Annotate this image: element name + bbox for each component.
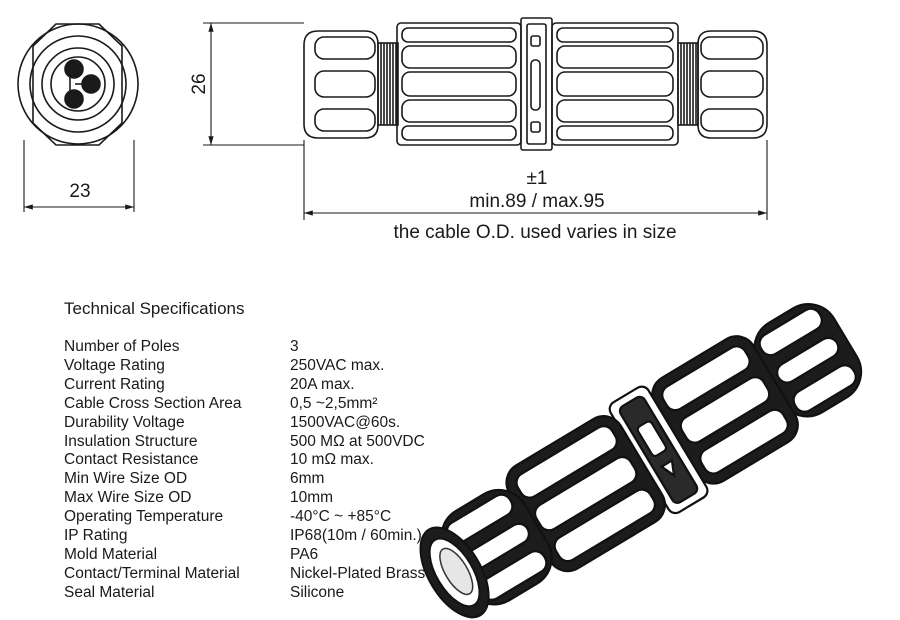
side-view	[303, 17, 768, 151]
spec-value: Silicone	[290, 583, 345, 601]
height-dimension	[203, 22, 304, 146]
spec-label: Contact Resistance	[64, 451, 199, 469]
spec-value: 500 MΩ at 500VDC	[290, 432, 425, 450]
spec-value: 3	[290, 338, 299, 355]
spec-row: Max Wire Size OD 10mm	[64, 489, 425, 508]
front-width-dimension	[23, 140, 135, 212]
specs-title: Technical Specifications	[64, 299, 245, 318]
spec-row: Contact Resistance 10 mΩ max.	[64, 451, 425, 470]
spec-row: Cable Cross Section Area 0,5 ~2,5mm²	[64, 395, 425, 414]
spec-row: Insulation Structure 500 MΩ at 500VDC	[64, 433, 425, 452]
spec-row: Min Wire Size OD 6mm	[64, 470, 425, 489]
spec-label: Min Wire Size OD	[64, 470, 188, 488]
cable-note: the cable O.D. used varies in size	[393, 222, 676, 243]
spec-value: Nickel-Plated Brass	[290, 564, 426, 582]
spec-label: Max Wire Size OD	[64, 489, 192, 507]
spec-row: Current Rating 20A max.	[64, 376, 425, 395]
spec-value: 0,5 ~2,5mm²	[290, 394, 378, 412]
height-label: 26	[189, 73, 210, 94]
spec-label: Durability Voltage	[64, 413, 185, 431]
spec-row: Voltage Rating 250VAC max.	[64, 357, 425, 376]
spec-value: IP68(10m / 60min.)	[290, 527, 422, 545]
spec-value: -40°C ~ +85°C	[290, 508, 392, 526]
spec-label: Number of Poles	[64, 338, 180, 355]
front-view	[17, 23, 139, 146]
spec-row: Durability Voltage 1500VAC@60s.	[64, 414, 425, 433]
spec-row: Operating Temperature -40°C ~ +85°C	[64, 508, 425, 527]
spec-label: Contact/Terminal Material	[64, 564, 240, 582]
spec-row: Number of Poles 3	[64, 338, 425, 357]
spec-label: Voltage Rating	[64, 356, 165, 374]
specs-table: Number of Poles 3 Voltage Rating 250VAC ma…	[64, 338, 425, 603]
spec-value: PA6	[290, 545, 319, 563]
spec-value: 20A max.	[290, 375, 355, 393]
spec-label: Insulation Structure	[64, 432, 198, 450]
spec-value: 250VAC max.	[290, 356, 385, 374]
spec-row: Mold Material PA6	[64, 546, 425, 565]
spec-label: IP Rating	[64, 527, 128, 545]
front-width-label: 23	[69, 181, 90, 202]
spec-label: Cable Cross Section Area	[64, 394, 242, 412]
spec-row: Contact/Terminal Material Nickel-Plated B…	[64, 565, 425, 584]
spec-value: 10 mΩ max.	[290, 451, 374, 469]
spec-row: Seal Material Silicone	[64, 584, 425, 603]
spec-label: Operating Temperature	[64, 508, 224, 526]
length-label: min.89 / max.95	[469, 191, 604, 212]
tolerance-label: ±1	[527, 168, 548, 189]
spec-label: Current Rating	[64, 375, 165, 393]
spec-value: 1500VAC@60s.	[290, 413, 401, 431]
spec-value: 6mm	[290, 470, 325, 488]
spec-row: IP Rating IP68(10m / 60min.)	[64, 527, 425, 546]
spec-value: 10mm	[290, 489, 334, 507]
spec-label: Seal Material	[64, 583, 155, 601]
connector-isometric	[419, 303, 863, 619]
length-dimension	[303, 140, 768, 220]
spec-label: Mold Material	[64, 545, 158, 563]
